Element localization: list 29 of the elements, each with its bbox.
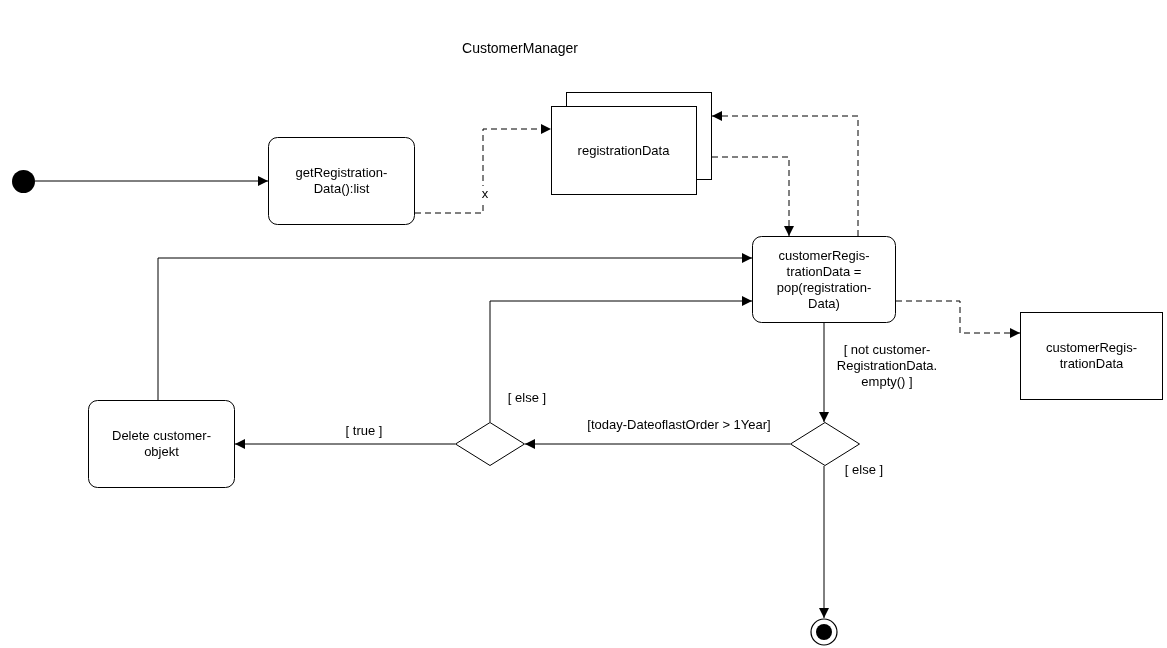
arrow <box>157 253 753 401</box>
arrow <box>819 465 829 619</box>
decision-diamond <box>790 422 860 466</box>
arrow <box>711 156 794 237</box>
arrow <box>34 176 269 186</box>
object-box <box>551 92 712 195</box>
arrow <box>895 300 1021 338</box>
action-box <box>268 137 415 225</box>
edge-label: [ else ] <box>843 462 885 478</box>
edge-label: [ not customer-RegistrationData. empty() ] <box>835 342 939 390</box>
initial-node <box>12 170 35 193</box>
diagram-title: CustomerManager <box>461 40 579 56</box>
object-box <box>1020 312 1163 400</box>
node-label: Delete customer-objekt <box>111 428 212 460</box>
arrow <box>234 439 456 449</box>
node-label: customerRegis-trationData <box>1045 340 1138 372</box>
arrow <box>711 111 859 237</box>
node-label: customerRegis-trationData = pop(registration-Data) <box>775 247 873 312</box>
arrow <box>489 296 753 423</box>
arrow <box>819 322 829 423</box>
node-label: registrationData <box>577 142 670 159</box>
action-box <box>88 400 235 488</box>
edge-label: [ else ] <box>506 390 548 406</box>
arrow <box>524 439 791 449</box>
final-node <box>810 618 838 646</box>
node-label: getRegistration-Data():list <box>294 165 389 197</box>
arrow <box>414 124 552 214</box>
decision-diamond <box>455 422 525 466</box>
action-box <box>752 236 896 323</box>
